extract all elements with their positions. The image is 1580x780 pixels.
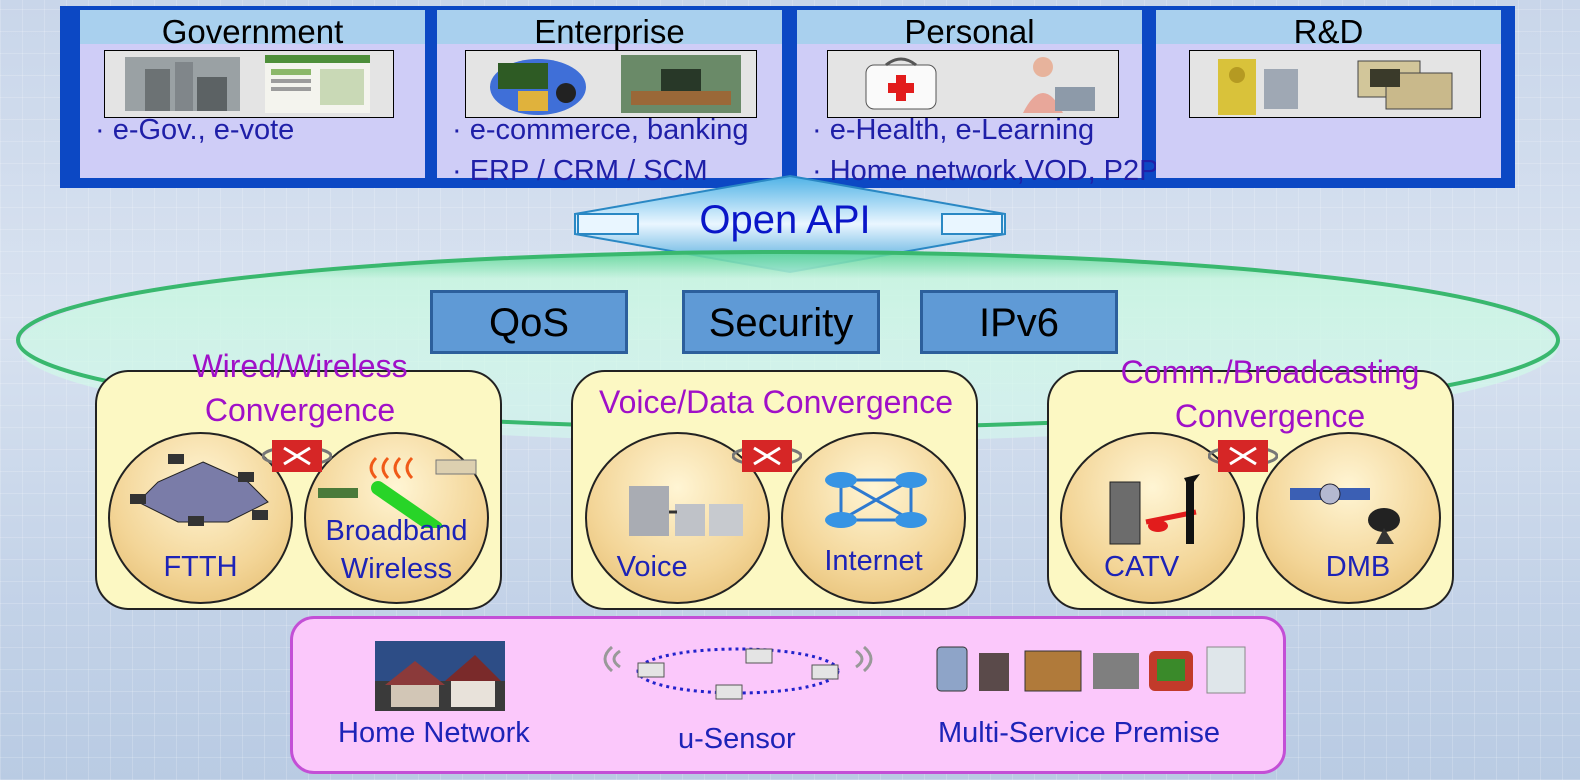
convergence-title: Wired/Wireless Convergence — [192, 348, 408, 428]
house-image — [375, 641, 505, 711]
dmb-label: DMB — [1325, 551, 1391, 583]
sector-line: · e-Health, e-Learning — [812, 114, 1095, 146]
phone-exchange-icon — [629, 486, 743, 536]
dmb-circle: DMB — [1256, 432, 1441, 604]
personal-images — [827, 50, 1119, 118]
router-network-icon — [825, 472, 927, 528]
broadband-wireless-label: Broadband Wireless — [325, 515, 468, 585]
sector-title: Government — [80, 10, 425, 50]
security-box: Security — [682, 290, 880, 354]
sector-enterprise: Enterprise · e-commerce, banking · ERP /… — [437, 10, 782, 187]
tv-tower-icon — [1109, 474, 1200, 545]
sector-government: Government · e-Gov., e-vote — [80, 10, 425, 178]
convergence-title: Voice/Data Convergence — [599, 384, 953, 420]
convergence-connector-icon — [732, 440, 802, 472]
broadband-wireless-circle: Broadband Wireless — [304, 432, 489, 604]
sector-title: Personal — [797, 10, 1142, 50]
first-aid-kit-image — [865, 57, 937, 110]
qos-box: QoS — [430, 290, 628, 354]
city-buildings-image — [125, 57, 240, 111]
internet-label: Internet — [824, 545, 923, 577]
business-network-image — [490, 59, 586, 115]
catv-label: CATV — [1104, 551, 1180, 583]
home-network-label: Home Network — [338, 717, 530, 749]
u-sensor-label: u-Sensor — [678, 723, 796, 755]
convergence-title: Comm./Broadcasting Convergence — [1120, 354, 1420, 434]
rnd-images — [1189, 50, 1481, 118]
web-portal-image — [265, 55, 370, 113]
circuit-board-image — [1357, 60, 1453, 110]
meeting-room-image — [621, 55, 741, 113]
sector-line: · Home network,VOD, P2P — [812, 155, 1159, 187]
ftth-circle: FTTH — [108, 432, 293, 604]
sector-title: R&D — [1156, 10, 1501, 50]
government-images — [104, 50, 394, 118]
open-api-shape — [574, 174, 1006, 274]
sector-line: · e-Gov., e-vote — [95, 114, 295, 146]
premise-panel: Home Network u-Sensor Multi-Service Prem… — [290, 616, 1286, 774]
laptop-user-image — [1023, 57, 1095, 113]
sector-line: · ERP / CRM / SCM — [452, 155, 708, 187]
sector-title: Enterprise — [437, 10, 782, 50]
application-sectors-panel: Government · e-Gov., e-vote Enterprise — [60, 6, 1515, 188]
internet-circle: Internet — [781, 432, 966, 604]
multi-service-premise-label: Multi-Service Premise — [938, 717, 1220, 749]
open-api-label: Open API — [699, 198, 871, 242]
convergence-connector-icon — [262, 440, 332, 472]
ipv6-box: IPv6 — [920, 290, 1118, 354]
voice-label: Voice — [616, 551, 688, 583]
convergence-connector-icon — [1208, 440, 1278, 472]
optical-star-network-icon — [130, 454, 269, 526]
enterprise-images — [465, 50, 757, 118]
wireless-signal-icon — [318, 456, 477, 528]
ftth-label: FTTH — [163, 551, 238, 583]
satellite-dish-icon — [1290, 483, 1400, 544]
devices-image — [936, 646, 1246, 694]
sector-line: · e-commerce, banking — [452, 114, 749, 146]
sector-rnd: R&D — [1156, 10, 1501, 178]
robot-image — [1218, 59, 1298, 115]
sensor-network-icon — [603, 645, 873, 700]
sector-personal: Personal · e-Health, e-Learning · Home n… — [797, 10, 1159, 187]
